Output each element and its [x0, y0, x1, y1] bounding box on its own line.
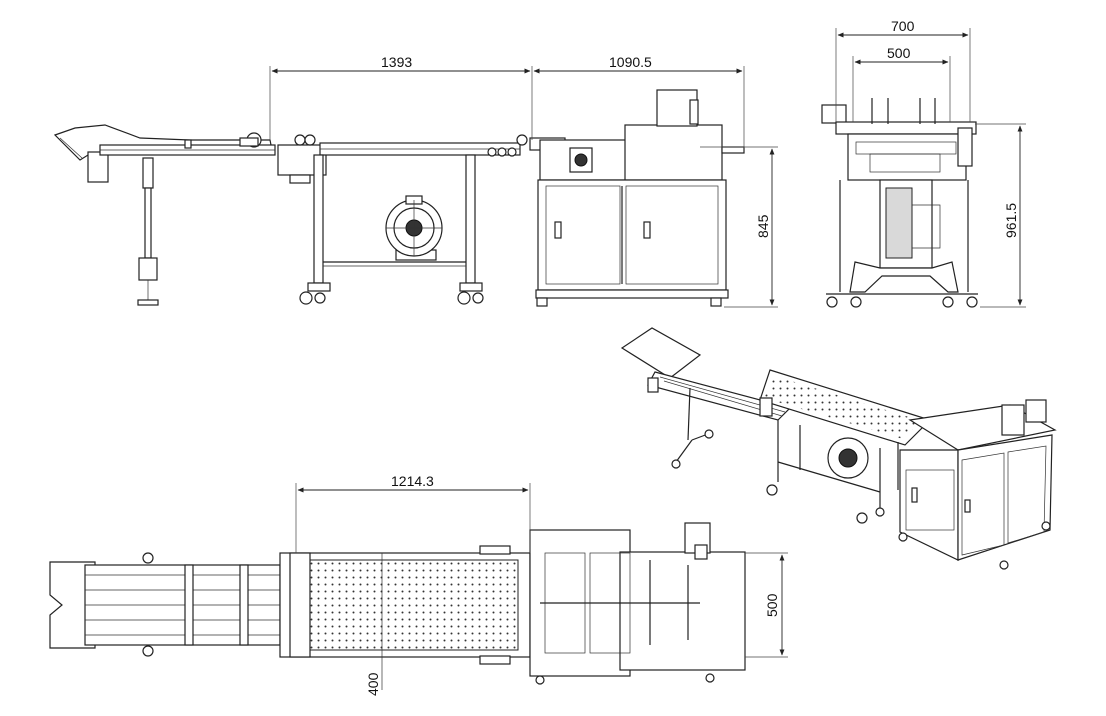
- dim-top-width: 500: [764, 593, 780, 617]
- side-view: 1393 1090.5 845: [53, 54, 778, 308]
- dim-top-partial: 400: [365, 672, 381, 696]
- top-view: 1214.3 500 400: [49, 473, 788, 696]
- dim-side-feeder-length: 1393: [381, 54, 412, 70]
- front-view: 700 500 961.5: [821, 18, 1026, 308]
- dim-side-height: 845: [755, 214, 771, 238]
- dim-top-conveyor-length: 1214.3: [391, 473, 434, 489]
- dim-front-overall-width: 700: [891, 18, 915, 34]
- dim-front-height: 961.5: [1003, 203, 1019, 238]
- dim-side-main-length: 1090.5: [609, 54, 652, 70]
- dim-front-inner-width: 500: [887, 45, 911, 61]
- isometric-view: [620, 327, 1057, 570]
